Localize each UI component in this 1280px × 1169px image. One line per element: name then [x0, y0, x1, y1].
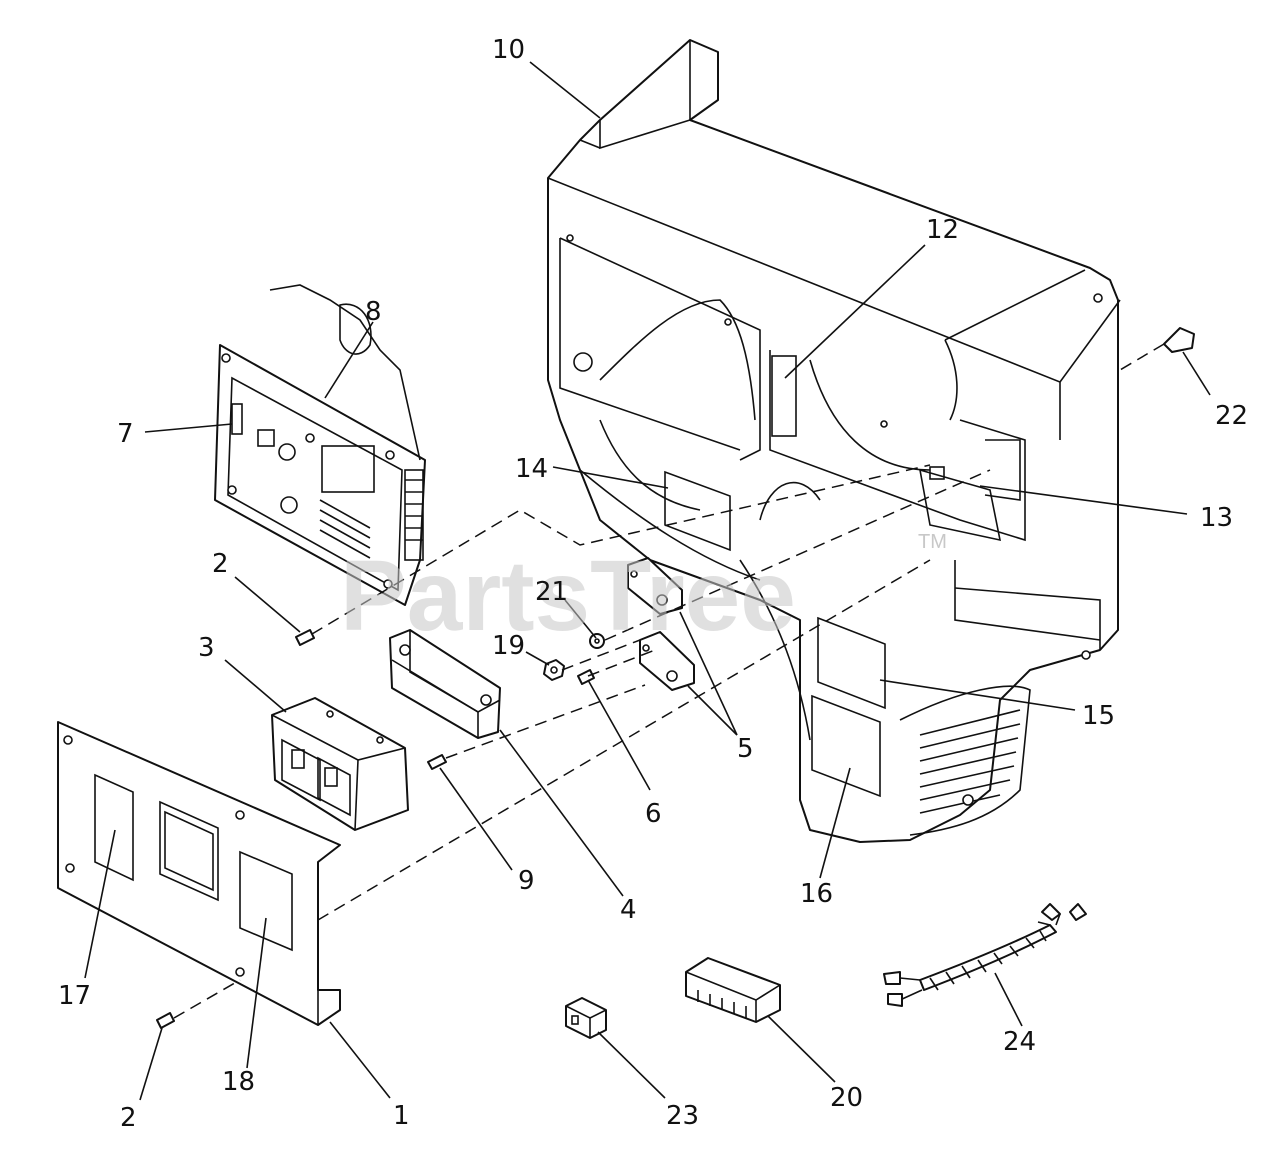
callout-21: 21 — [535, 577, 568, 607]
watermark: PartsTree TM — [340, 531, 947, 652]
callout-4: 4 — [620, 895, 637, 925]
part-5-terminal-blocks — [627, 557, 695, 691]
part-9-screw — [427, 754, 447, 770]
terminal-strip — [405, 479, 423, 541]
callout-18: 18 — [222, 1067, 255, 1097]
part-2-screw-upper — [295, 629, 315, 646]
callout-9: 9 — [518, 866, 535, 896]
part-1-front-panel — [57, 721, 341, 1026]
watermark-text: PartsTree — [340, 540, 796, 652]
callout-13: 13 — [1200, 503, 1233, 533]
callout-14: 14 — [515, 454, 548, 484]
callout-20: 20 — [830, 1083, 863, 1113]
callout-6: 6 — [645, 799, 662, 829]
part-4-bracket — [389, 629, 501, 739]
callout-10: 10 — [492, 35, 525, 65]
part-10-housing — [547, 39, 1121, 843]
watermark-tm: TM — [918, 531, 947, 553]
callout-3: 3 — [198, 633, 215, 663]
part-20-connector — [685, 957, 781, 1023]
callout-15: 15 — [1082, 701, 1115, 731]
callout-12: 12 — [926, 215, 959, 245]
grille-lines — [919, 709, 1021, 814]
harness-braid — [929, 930, 1047, 991]
callout-22: 22 — [1215, 401, 1248, 431]
callout-1: 1 — [393, 1101, 410, 1131]
callout-17: 17 — [58, 981, 91, 1011]
callouts: 10 12 8 7 22 14 13 2 21 3 19 15 5 6 9 16… — [58, 35, 1248, 1133]
callout-16: 16 — [800, 879, 833, 909]
callout-5: 5 — [737, 734, 754, 764]
callout-7: 7 — [117, 419, 134, 449]
callout-24: 24 — [1003, 1027, 1036, 1057]
callout-2-lower: 2 — [120, 1103, 137, 1133]
leader-lines — [84, 61, 1211, 1101]
part-23-connector — [565, 997, 607, 1039]
part-21-star-washer — [589, 633, 605, 649]
part-3-breaker — [271, 697, 409, 831]
callout-23: 23 — [666, 1101, 699, 1131]
part-22-screw — [1163, 327, 1195, 353]
part-8-control-panel — [214, 284, 426, 606]
callout-19: 19 — [492, 631, 525, 661]
part-6-screw — [577, 669, 595, 685]
panel-text-lines — [319, 499, 371, 559]
part-24-wire-harness — [883, 903, 1087, 1007]
assembly-lines — [173, 343, 1165, 1019]
callout-2-upper: 2 — [212, 549, 229, 579]
part-2-screw-lower — [156, 1012, 175, 1029]
callout-8: 8 — [365, 297, 382, 327]
